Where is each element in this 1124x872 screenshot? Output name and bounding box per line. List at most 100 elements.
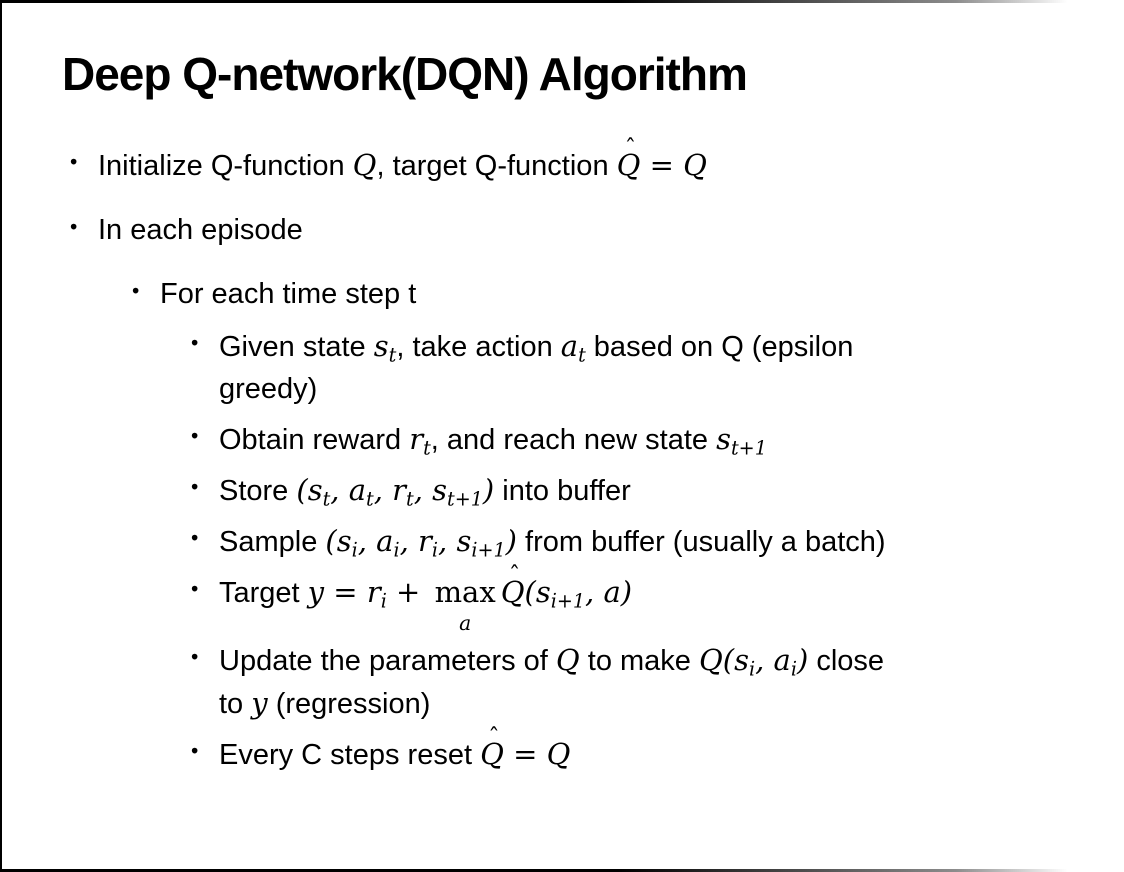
bullet-item: • Given state st, take action at based on… — [0, 326, 1124, 409]
bullet-marker-icon: • — [70, 150, 78, 174]
math-inline: a — [603, 575, 621, 610]
text-run: Given state — [219, 331, 374, 364]
bullet-item: •Update the parameters of Q to make Q(si… — [0, 640, 1124, 724]
bullet-marker-icon: • — [191, 577, 199, 601]
math-inline: = — [640, 147, 684, 182]
math-inline: , — [399, 524, 419, 559]
bullet-list: • Initialize Q-function Q, target Q-funct… — [0, 137, 1124, 776]
slide-title: Deep Q-network(DQN) Algorithm — [62, 48, 748, 100]
bullet-text: Store (st, at, rt, st+1) into buffer — [219, 470, 1124, 512]
bullet-text: In each episode — [98, 210, 1124, 251]
math-subscript: t — [423, 436, 431, 460]
bullet-marker-icon: • — [191, 331, 199, 355]
text-run: For each time step t — [160, 278, 417, 311]
math-inline: rt — [392, 472, 414, 511]
math-inline: ) — [796, 643, 809, 678]
text-run: , target Q-function — [376, 149, 617, 182]
text-run: greedy) — [219, 372, 318, 405]
max-operator-base: max — [434, 575, 496, 610]
math-inline: , — [585, 575, 604, 610]
text-run: Obtain reward — [219, 423, 410, 456]
slide-border-bottom — [0, 869, 1124, 872]
text-run: Sample — [219, 526, 326, 559]
math-subscript: i — [380, 590, 387, 613]
text-run: Target — [219, 577, 308, 610]
bullet-item: •Store (st, at, rt, st+1) into buffer — [0, 470, 1124, 512]
bullet-text: Update the parameters of Q to make Q(si,… — [219, 640, 1124, 724]
math-inline: st — [373, 329, 397, 368]
hat-accent: ˆ — [508, 562, 521, 590]
math-inline: si — [336, 524, 358, 562]
bullet-text: Given state st, take action at based on … — [219, 326, 1124, 409]
math-inline: + — [386, 575, 430, 610]
math-inline: , — [438, 524, 457, 559]
text-run: to — [219, 687, 252, 720]
math-inline: at — [348, 472, 374, 511]
text-run: In each episode — [98, 214, 303, 247]
math-inline: ( — [722, 643, 735, 678]
math-subscript: t — [322, 487, 331, 511]
math-subscript: i — [393, 538, 400, 562]
bullet-text: Initialize Q-function Q, target Q-functi… — [98, 137, 1124, 187]
bullet-item: •For each time step t — [0, 274, 1124, 315]
math-inline: Q — [683, 147, 707, 182]
text-run: based on Q (epsilon — [585, 331, 854, 364]
text-run: to make — [579, 645, 699, 678]
bullet-item: • Initialize Q-function Q, target Q-funct… — [0, 137, 1124, 187]
bullet-item: •In each episode — [0, 210, 1124, 251]
bullet-text: Sample (si, ai, ri, si+1) from buffer (u… — [219, 521, 1124, 563]
math-subscript: i — [790, 658, 797, 682]
text-run: (regression) — [267, 687, 431, 720]
max-operator-underscript: a — [459, 610, 472, 635]
bullet-marker-icon: • — [191, 645, 199, 669]
text-run: Update the parameters of — [219, 645, 556, 678]
text-run: from buffer (usually a batch) — [517, 526, 886, 559]
math-inline: ) — [482, 472, 495, 507]
math-inline: ( — [325, 524, 337, 559]
math-inline: st — [307, 472, 331, 511]
bullet-marker-icon: • — [191, 526, 199, 550]
text-run: Every C steps reset — [219, 738, 481, 771]
math-subscript: i — [351, 538, 358, 562]
math-inline: st+1 — [716, 421, 767, 460]
math-inline: y — [251, 685, 268, 720]
math-subscript: i+1 — [550, 590, 586, 613]
math-inline: , — [373, 472, 393, 507]
bullet-marker-icon: • — [191, 424, 199, 448]
bullet-text: Obtain reward rt, and reach new state st… — [219, 419, 1124, 461]
math-inline: si — [734, 643, 756, 682]
math-inline: ri — [366, 575, 387, 613]
math-inline: st+1 — [432, 472, 483, 511]
math-inline: , — [357, 524, 377, 559]
math-subscript: t — [406, 487, 414, 511]
text-run: into buffer — [494, 474, 631, 507]
math-inline: ) — [620, 575, 633, 610]
math-inline: rt — [409, 421, 431, 460]
bullet-item: • Obtain reward rt, and reach new state s… — [0, 419, 1124, 461]
text-run: , take action — [396, 331, 561, 364]
math-inline: si+1 — [535, 575, 586, 613]
math-inline: ) — [505, 524, 517, 559]
math-inline: at — [560, 329, 586, 368]
math-inline: Q — [555, 643, 580, 678]
math-subscript: t+1 — [447, 487, 483, 511]
hat-accent: ˆ — [488, 723, 500, 751]
math-inline: = — [503, 736, 547, 771]
math-subscript: i — [748, 658, 756, 682]
hat-accent: ˆ — [624, 135, 637, 163]
slide-border-left — [0, 0, 2, 872]
math-inline: y — [307, 575, 325, 610]
math-inline: = — [324, 575, 367, 610]
math-inline: ai — [376, 524, 400, 562]
math-inline: ai — [773, 643, 797, 682]
math-inline: Q — [546, 736, 571, 771]
math-inline: ri — [418, 524, 439, 562]
slide-border-top — [0, 0, 1124, 3]
math-inline: , — [413, 472, 433, 507]
